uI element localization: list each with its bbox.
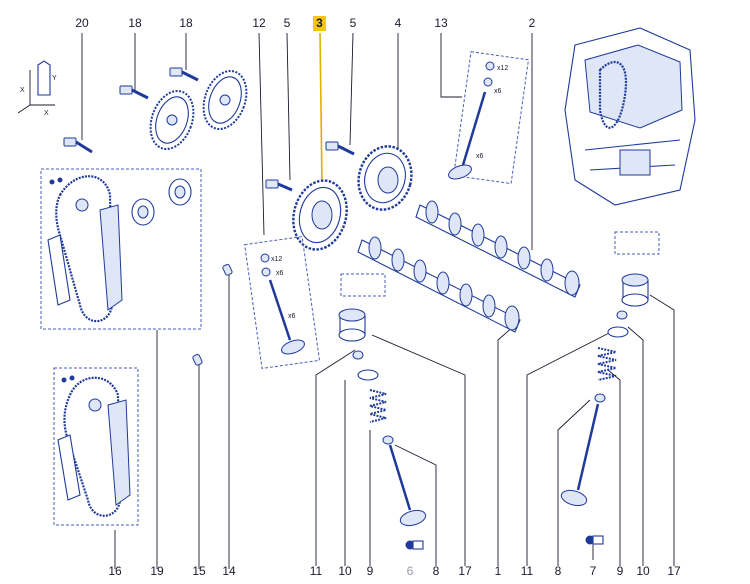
sprocket-18a[interactable]	[143, 85, 201, 155]
bolt-18a[interactable]	[119, 85, 149, 100]
valve-kit-13-box	[453, 51, 530, 185]
callout-valve-right-x6b: x6	[476, 153, 484, 160]
valve-7b[interactable]	[560, 403, 600, 508]
ref-label-15[interactable]: 15	[192, 564, 206, 578]
ref-label-18a[interactable]: 18	[128, 16, 142, 30]
axis-letter-y: Y	[52, 75, 57, 82]
camshaft-phaser-4[interactable]	[352, 140, 419, 215]
top-reference-labels: 20 18 18 12 5 3 5 4 13 2	[75, 16, 536, 31]
ref-label-9a[interactable]: 9	[367, 564, 374, 578]
sprocket-18b[interactable]	[196, 65, 254, 135]
callout-valve-left-x12: x12	[271, 256, 282, 263]
bolt-5b[interactable]	[325, 141, 355, 156]
callout-valve-left-x6a: x6	[276, 270, 284, 277]
spring-retainer-10a[interactable]	[357, 369, 379, 381]
ref-label-4[interactable]: 4	[395, 16, 402, 30]
camshaft-2[interactable]	[415, 200, 581, 298]
axis-letter-x1: X	[20, 87, 25, 94]
tappet-box-17b	[614, 231, 660, 255]
valve-7a[interactable]	[388, 444, 427, 528]
valve-kit-12-box	[244, 236, 321, 369]
valve-cotter-11b[interactable]	[616, 310, 628, 320]
callout-valve-right-x12: x12	[497, 65, 508, 72]
ref-label-1[interactable]: 1	[495, 564, 502, 578]
tensioner-rollers[interactable]	[131, 178, 192, 226]
leader-lines	[81, 32, 675, 569]
ref-label-18b[interactable]: 18	[179, 16, 193, 30]
ref-label-13[interactable]: 13	[434, 16, 448, 30]
timing-chain-16[interactable]	[57, 375, 131, 517]
timing-chain-kit-19-box	[40, 168, 202, 330]
ref-label-20[interactable]: 20	[75, 16, 89, 30]
ref-label-2[interactable]: 2	[529, 16, 536, 30]
callout-valve-left-x6b: x6	[288, 313, 296, 320]
ref-label-12[interactable]: 12	[252, 16, 266, 30]
callout-valve-right-x6a: x6	[494, 88, 502, 95]
bottom-reference-labels: 16 19 15 14 11 10 9 6 8 17 1 11 8 7 9 10…	[108, 564, 681, 578]
ref-label-14[interactable]: 14	[222, 564, 236, 578]
ref-label-11b[interactable]: 11	[521, 564, 534, 578]
timing-chain-19[interactable]	[47, 175, 123, 323]
bolt-20[interactable]	[63, 137, 93, 154]
axis-orientation-icon: X X Y	[17, 60, 57, 117]
tappet-17a[interactable]	[338, 308, 366, 342]
tappet-box-17a	[340, 273, 386, 297]
highlight-marker	[313, 16, 326, 31]
engine-overview	[564, 27, 696, 206]
valve-kit-12[interactable]: x12 x6 x6	[260, 253, 306, 357]
ref-label-11a[interactable]: 11	[310, 564, 323, 578]
ref-label-8b[interactable]: 8	[555, 564, 562, 578]
valve-guide-7[interactable]	[585, 535, 604, 545]
ref-label-6[interactable]: 6	[407, 564, 414, 578]
ref-label-3[interactable]: 3	[316, 16, 323, 30]
valve-spring-9b[interactable]	[597, 347, 617, 381]
dowel-pin-15[interactable]	[192, 353, 203, 366]
ref-label-5a[interactable]: 5	[284, 16, 291, 30]
ref-label-17a[interactable]: 17	[458, 564, 472, 578]
ref-label-19[interactable]: 19	[150, 564, 164, 578]
ref-label-10a[interactable]: 10	[338, 564, 352, 578]
ref-label-9b[interactable]: 9	[617, 564, 624, 578]
ref-label-7[interactable]: 7	[590, 564, 597, 578]
spring-retainer-10b[interactable]	[607, 326, 629, 338]
tappet-17b[interactable]	[621, 273, 649, 307]
ref-label-8a[interactable]: 8	[433, 564, 440, 578]
valve-spring-9a[interactable]	[369, 389, 387, 423]
valve-guide-6[interactable]	[405, 540, 424, 550]
axis-letter-x2: X	[44, 110, 49, 117]
valve-seal-8a[interactable]	[382, 435, 394, 445]
ref-label-5b[interactable]: 5	[350, 16, 357, 30]
bolt-5a[interactable]	[265, 179, 293, 192]
camshaft-1[interactable]	[357, 236, 521, 333]
valve-kit-13[interactable]: x12 x6 x6	[447, 61, 509, 182]
ref-label-17b[interactable]: 17	[667, 564, 681, 578]
valve-seal-8b[interactable]	[594, 393, 606, 403]
ref-label-16[interactable]: 16	[108, 564, 122, 578]
ref-label-10b[interactable]: 10	[636, 564, 650, 578]
bolt-18b[interactable]	[169, 67, 199, 82]
dowel-pin-14[interactable]	[222, 263, 233, 276]
timing-chain-kit-16-box	[53, 367, 139, 526]
camshaft-sprocket-3[interactable]	[286, 174, 354, 255]
valve-cotter-11a[interactable]	[352, 350, 364, 360]
